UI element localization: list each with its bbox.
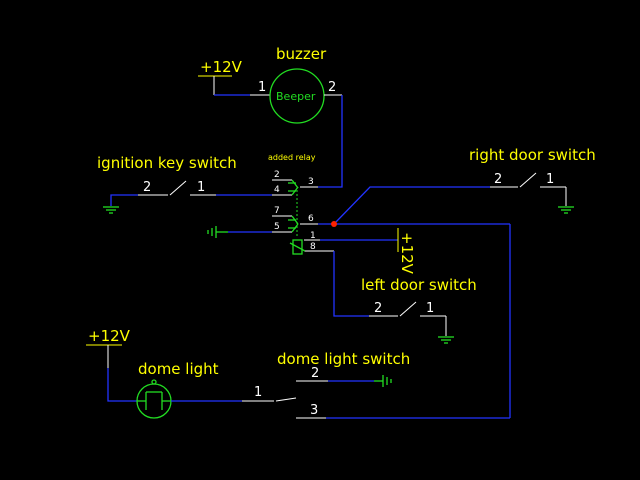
left-door-contact bbox=[399, 301, 417, 317]
ignition-ground-icon bbox=[103, 206, 119, 214]
buzzer: buzzer +12V 1 Beeper 2 bbox=[198, 45, 343, 188]
relay-coil-icon bbox=[289, 239, 306, 255]
right-door-pin-2: 2 bbox=[494, 172, 502, 187]
wire-junction-to-right-door bbox=[333, 186, 490, 225]
relay-supply: +12V bbox=[320, 228, 416, 275]
right-door-switch: right door switch 2 1 bbox=[333, 146, 596, 225]
relay-pin-3: 3 bbox=[308, 177, 314, 187]
relay-pin-2: 2 bbox=[274, 170, 280, 180]
relay-contact-upper bbox=[288, 179, 299, 196]
buzzer-body bbox=[269, 68, 325, 124]
relay-pin-5: 5 bbox=[274, 222, 280, 232]
right-door-ground-icon bbox=[558, 206, 574, 214]
left-door-label: left door switch bbox=[361, 276, 477, 294]
relay-label: added relay bbox=[268, 153, 316, 162]
relay-pin-1: 1 bbox=[310, 231, 316, 241]
lamp-icon bbox=[136, 379, 172, 419]
ignition-contact bbox=[169, 180, 187, 196]
dome-light: +12V dome light 1 bbox=[86, 327, 274, 419]
dome-switch-pin-2: 2 bbox=[311, 366, 319, 381]
ignition-pin-1: 1 bbox=[197, 180, 205, 195]
left-door-ground-icon bbox=[438, 336, 454, 344]
buzzer-pin-2: 2 bbox=[328, 80, 336, 95]
left-door-pin-1: 1 bbox=[426, 301, 434, 316]
right-door-contact bbox=[519, 172, 537, 188]
buzzer-pin-1: 1 bbox=[258, 80, 266, 95]
buzzer-text: Beeper bbox=[276, 90, 316, 103]
wire-buzzer-to-relay-3 bbox=[318, 95, 343, 188]
relay-pin-7: 7 bbox=[274, 206, 280, 216]
ignition-label: ignition key switch bbox=[97, 154, 237, 172]
buzzer-supply-label: +12V bbox=[200, 58, 243, 76]
relay-pin-4: 4 bbox=[274, 185, 280, 195]
dome-switch-ground-icon bbox=[374, 375, 392, 387]
dome-switch-contact bbox=[275, 397, 297, 402]
ignition-pin-2: 2 bbox=[143, 180, 151, 195]
wire-relay-8-to-left-door bbox=[333, 251, 369, 317]
left-door-switch: left door switch 2 1 bbox=[333, 251, 477, 344]
right-door-label: right door switch bbox=[469, 146, 596, 164]
dome-light-label: dome light bbox=[138, 360, 219, 378]
wire-ignition-to-ground bbox=[110, 194, 138, 206]
relay-pin-8: 8 bbox=[310, 242, 316, 252]
dome-switch-label: dome light switch bbox=[277, 350, 410, 368]
relay-supply-label: +12V bbox=[398, 232, 416, 275]
ignition-key-switch: ignition key switch 2 1 bbox=[97, 154, 272, 214]
wire-supply-to-dome-light bbox=[107, 368, 137, 402]
relay-ground bbox=[207, 226, 272, 238]
dome-switch-pin-3: 3 bbox=[310, 403, 318, 418]
dome-supply-label: +12V bbox=[88, 327, 131, 345]
dome-light-switch: dome light switch 2 3 bbox=[275, 350, 510, 419]
relay-ground-icon bbox=[207, 226, 217, 238]
junction-dot bbox=[331, 221, 337, 227]
added-relay: added relay 2 4 3 7 5 6 1 8 bbox=[268, 153, 334, 255]
buzzer-label: buzzer bbox=[276, 45, 327, 63]
dome-light-pin-1: 1 bbox=[254, 385, 262, 400]
right-door-pin-1: 1 bbox=[546, 172, 554, 187]
left-door-pin-2: 2 bbox=[374, 301, 382, 316]
relay-pin-6: 6 bbox=[308, 214, 314, 224]
